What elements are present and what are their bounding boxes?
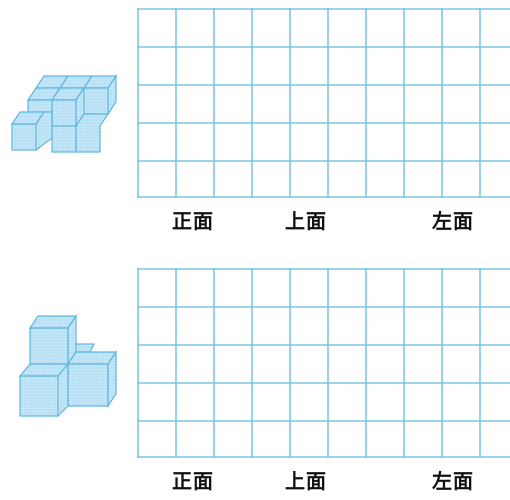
- left-view-label: 左面: [432, 469, 474, 493]
- stacked-cubes-figure-2: [18, 314, 118, 418]
- stacked-cubes-figure-1: [10, 74, 118, 153]
- drawing-grid-1: [137, 8, 510, 198]
- drawing-grid-2: [137, 268, 510, 458]
- left-view-label: 左面: [432, 209, 474, 233]
- front-view-label: 正面: [172, 469, 214, 493]
- problem-2: 正面 上面 左面: [0, 260, 510, 500]
- front-view-label: 正面: [172, 209, 214, 233]
- top-view-label: 上面: [285, 469, 327, 493]
- top-view-label: 上面: [285, 209, 327, 233]
- problem-1: 正面 上面 左面: [0, 0, 510, 240]
